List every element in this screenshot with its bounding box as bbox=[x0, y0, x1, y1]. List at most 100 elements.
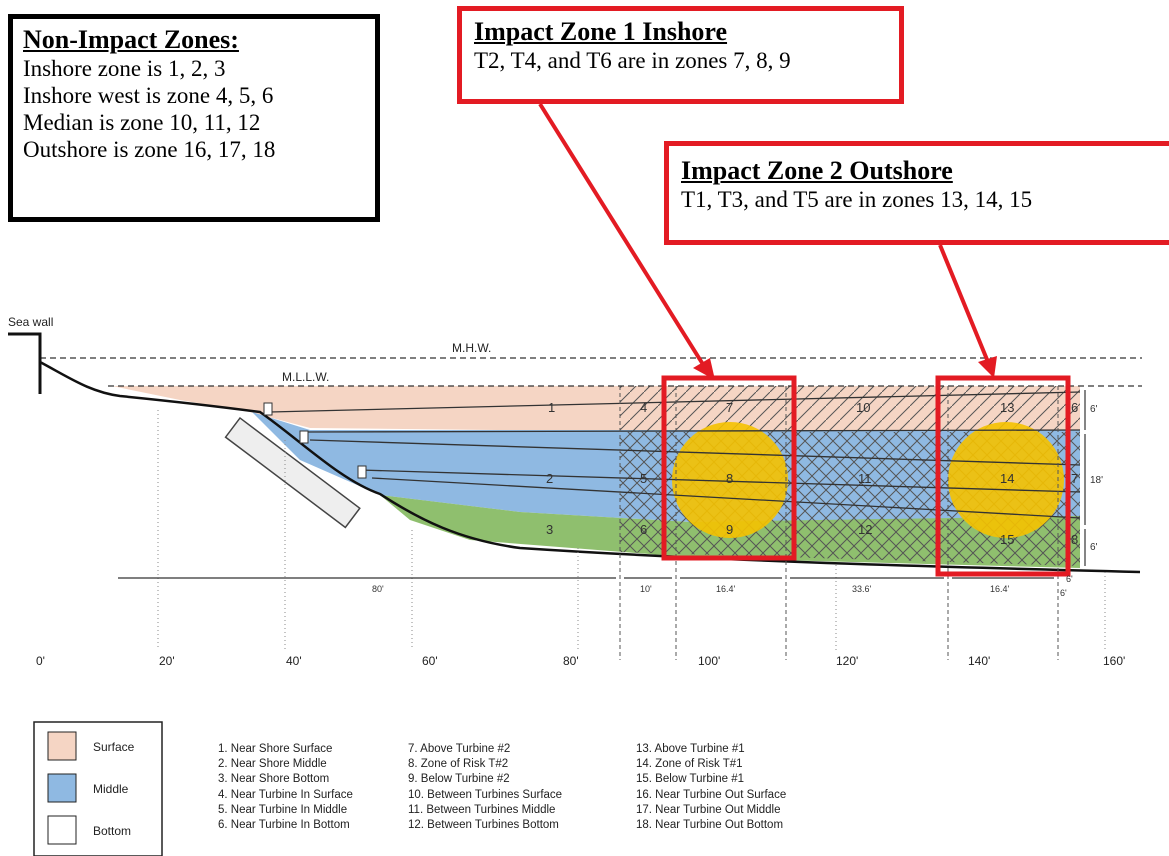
legend-label-surface: Surface bbox=[93, 740, 135, 754]
axis-tick-80: 80' bbox=[563, 654, 579, 668]
non-impact-line: Outshore is zone 16, 17, 18 bbox=[23, 137, 276, 162]
hatch-surface bbox=[620, 386, 1080, 432]
sea-wall bbox=[8, 332, 42, 394]
layer-line-c bbox=[309, 439, 1081, 466]
zone-of-risk-t1 bbox=[948, 422, 1064, 538]
legend-swatch-middle bbox=[47, 773, 77, 803]
pointer-arrowhead-1 bbox=[693, 358, 715, 380]
legend-item: 14. Zone of Risk T#1 bbox=[636, 758, 743, 771]
dimension-label-80: 80' bbox=[372, 584, 384, 594]
axis-tick-100: 100' bbox=[698, 654, 720, 668]
legend-item: 18. Near Turbine Out Bottom bbox=[636, 819, 784, 832]
impact-zone-2-box: Impact Zone 2 Outshore T1, T3, and T5 ar… bbox=[664, 141, 1169, 245]
axis-tick-160: 160' bbox=[1103, 654, 1125, 668]
legend-item: 13. Above Turbine #1 bbox=[636, 743, 745, 755]
legend-item: 16. Near Turbine Out Surface bbox=[636, 788, 787, 801]
axis-tick-140: 140' bbox=[968, 654, 990, 668]
mllw-label: M.L.L.W. bbox=[282, 370, 329, 384]
dimension-label-6a: 6' bbox=[1066, 574, 1073, 584]
zone-of-risk-t2 bbox=[672, 422, 788, 538]
zone-label-3: 3 bbox=[546, 522, 553, 537]
non-impact-zones-box: Non-Impact Zones: Inshore zone is 1, 2, … bbox=[8, 14, 380, 222]
seabed-profile bbox=[39, 360, 1141, 574]
legend-item: 8. Zone of Risk T#2 bbox=[408, 758, 509, 771]
legend-swatch-bottom bbox=[47, 815, 77, 845]
legend-item: 3. Near Shore Bottom bbox=[218, 773, 330, 786]
legend-item: 9. Below Turbine #2 bbox=[408, 773, 510, 786]
impact-zone-1-box: Impact Zone 1 Inshore T2, T4, and T6 are… bbox=[457, 6, 904, 104]
zone-label-12: 12 bbox=[858, 522, 872, 537]
legend-item: 5. Near Turbine In Middle bbox=[218, 803, 348, 816]
axis-tick-20: 20' bbox=[159, 654, 175, 668]
zone-label-18: 8 bbox=[1071, 532, 1078, 547]
pointer-arrow-2 bbox=[938, 244, 990, 363]
legend-item: 15. Below Turbine #1 bbox=[636, 773, 745, 786]
impact-zone-2-title: Impact Zone 2 Outshore bbox=[681, 156, 953, 185]
legend-item: 4. Near Turbine In Surface bbox=[218, 788, 353, 801]
impact-zone-2-highlight bbox=[935, 375, 1071, 577]
dimension-label-10: 10' bbox=[640, 584, 652, 594]
non-impact-line: Inshore west is zone 4, 5, 6 bbox=[23, 83, 274, 108]
zone-label-6: 6 bbox=[640, 522, 647, 537]
impact-zone-2-text: T1, T3, and T5 are in zones 13, 14, 15 bbox=[681, 187, 1033, 212]
legend-item: 17. Near Turbine Out Middle bbox=[636, 803, 781, 816]
zone-label-1: 1 bbox=[548, 400, 555, 415]
turbine-marker-1 bbox=[263, 402, 273, 416]
non-impact-line: Median is zone 10, 11, 12 bbox=[23, 110, 261, 135]
depth-label-top: 6' bbox=[1090, 404, 1098, 415]
zone-label-13: 13 bbox=[1000, 400, 1014, 415]
layer-line-e bbox=[371, 477, 1081, 519]
legend-item: 10. Between Turbines Surface bbox=[408, 788, 563, 801]
legend-item: 2. Near Shore Middle bbox=[218, 758, 327, 771]
zone-label-11: 11 bbox=[858, 471, 872, 486]
zone-label-17: 7 bbox=[1071, 471, 1078, 486]
zone-label-2: 2 bbox=[546, 471, 553, 486]
zone-label-8: 8 bbox=[726, 471, 733, 486]
layer-line-d bbox=[359, 469, 1081, 493]
legend-item: 6. Near Turbine In Bottom bbox=[218, 819, 350, 832]
layer-line-b bbox=[299, 429, 1081, 433]
zone-label-4: 4 bbox=[640, 400, 647, 415]
axis-tick-60: 60' bbox=[422, 654, 438, 668]
zone-label-16: 6 bbox=[1071, 400, 1078, 415]
turbine-marker-3 bbox=[357, 465, 367, 479]
dimension-label-16a: 16.4' bbox=[716, 584, 736, 594]
dimension-label-16b: 16.4' bbox=[990, 584, 1010, 594]
turbine-marker-2 bbox=[299, 430, 309, 444]
legend-column-2: 7. Above Turbine #2 8. Zone of Risk T#2 … bbox=[408, 742, 562, 833]
legend-item: 1. Near Shore Surface bbox=[218, 743, 333, 755]
non-impact-title: Non-Impact Zones: bbox=[23, 25, 239, 54]
mhw-label: M.H.W. bbox=[452, 341, 491, 355]
sea-wall-label: Sea wall bbox=[8, 315, 53, 329]
zone-label-9: 9 bbox=[726, 522, 733, 537]
axis-tick-40: 40' bbox=[286, 654, 302, 668]
zone-label-7: 7 bbox=[726, 400, 733, 415]
non-impact-line: Inshore zone is 1, 2, 3 bbox=[23, 56, 226, 81]
legend-item: 12. Between Turbines Bottom bbox=[408, 819, 559, 832]
legend-item: 7. Above Turbine #2 bbox=[408, 743, 511, 755]
legend-column-1: 1. Near Shore Surface 2. Near Shore Midd… bbox=[218, 742, 353, 833]
layer-line-a bbox=[269, 391, 1081, 413]
legend-column-3: 13. Above Turbine #1 14. Zone of Risk T#… bbox=[636, 742, 786, 833]
depth-label-bottom: 6' bbox=[1090, 542, 1098, 553]
zone-label-14: 14 bbox=[1000, 471, 1014, 486]
impact-zone-1-highlight bbox=[661, 375, 797, 561]
legend-item: 11. Between Turbines Middle bbox=[408, 803, 556, 816]
legend-label-middle: Middle bbox=[93, 782, 129, 796]
axis-tick-0: 0' bbox=[36, 654, 45, 668]
pointer-arrow-1 bbox=[538, 102, 706, 368]
zone-label-15: 15 bbox=[1000, 532, 1014, 547]
zone-label-10: 10 bbox=[856, 400, 870, 415]
pointer-arrowhead-2 bbox=[978, 356, 997, 378]
zone-label-5: 5 bbox=[640, 471, 647, 486]
dimension-label-6b: 6' bbox=[1060, 588, 1067, 598]
legend-swatch-surface bbox=[47, 731, 77, 761]
axis-tick-120: 120' bbox=[836, 654, 858, 668]
depth-label-middle: 18' bbox=[1090, 475, 1103, 486]
impact-zone-1-title: Impact Zone 1 Inshore bbox=[474, 17, 728, 46]
turbine-structure bbox=[224, 416, 361, 529]
dimension-label-33: 33.6' bbox=[852, 584, 872, 594]
impact-zone-1-text: T2, T4, and T6 are in zones 7, 8, 9 bbox=[474, 48, 791, 73]
legend-label-bottom: Bottom bbox=[93, 824, 131, 838]
